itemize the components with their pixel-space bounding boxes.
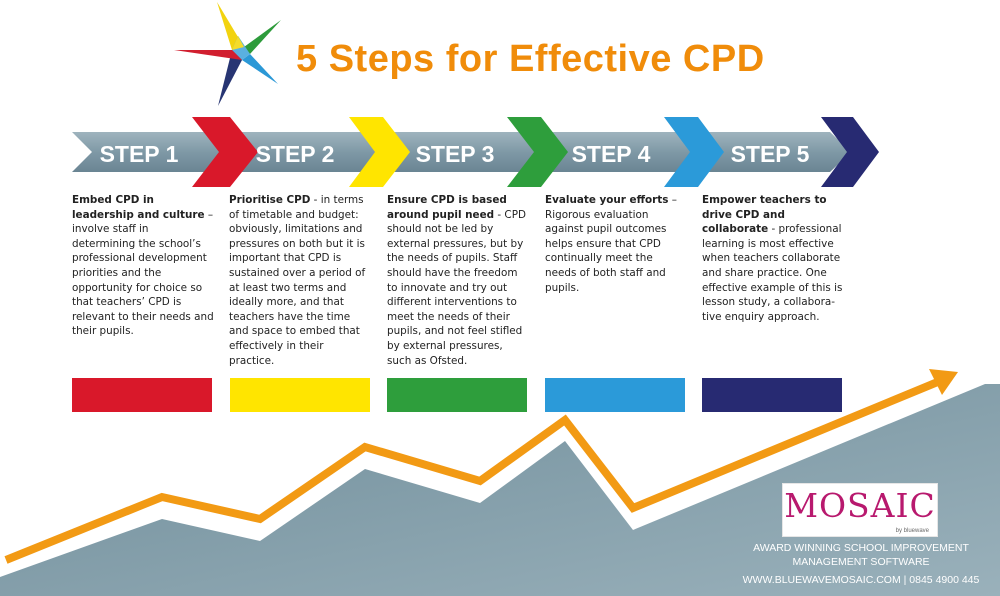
step-1-label: STEP 1 bbox=[99, 141, 179, 167]
chevron-4-icon bbox=[664, 117, 724, 187]
steps-arrow-band bbox=[72, 132, 851, 172]
step-5-label: STEP 5 bbox=[730, 141, 810, 167]
mosaic-logo: MOSAIC by bluewave bbox=[782, 483, 938, 537]
mountain-shape bbox=[0, 384, 1000, 596]
step-4-heading: Evaluate your efforts bbox=[545, 194, 669, 206]
chevron-3-icon bbox=[507, 117, 568, 187]
step-3-label: STEP 3 bbox=[415, 141, 495, 167]
step-5-description: Empower teachers to drive CPD and collab… bbox=[702, 193, 844, 324]
tagline-line-1: AWARD WINNING SCHOOL IMPROVEMENT bbox=[753, 542, 969, 554]
step-3-color-bar bbox=[387, 378, 527, 412]
star-logo-icon bbox=[174, 2, 281, 106]
step-2-label: STEP 2 bbox=[255, 141, 335, 167]
step-4-color-bar bbox=[545, 378, 685, 412]
logo-name: MOSAIC bbox=[784, 486, 936, 525]
chevron-1-icon bbox=[192, 117, 258, 187]
step-4-text: – Rigorous evaluation against pupil outc… bbox=[545, 194, 677, 294]
step-2-text: - in terms of timetable and budget: obvi… bbox=[229, 194, 366, 367]
chevron-2-icon bbox=[349, 117, 410, 187]
step-1-heading: Embed CPD in leadership and culture bbox=[72, 194, 205, 221]
step-1-color-bar bbox=[72, 378, 212, 412]
step-4-description: Evaluate your efforts – Rigorous evaluat… bbox=[545, 193, 687, 295]
step-2-heading: Prioritise CPD bbox=[229, 194, 311, 206]
chevron-5-icon bbox=[821, 117, 879, 187]
step-3-text: - CPD should not be led by external pres… bbox=[387, 208, 526, 367]
step-2-color-bar bbox=[230, 378, 370, 412]
step-5-text: - professional learning is most effectiv… bbox=[702, 223, 843, 323]
step-1-description: Embed CPD in leadership and culture – in… bbox=[72, 193, 214, 339]
step-5-color-bar bbox=[702, 378, 842, 412]
trend-line bbox=[4, 377, 942, 564]
logo-byline: by bluewave bbox=[895, 528, 929, 534]
step-3-description: Ensure CPD is based around pupil need - … bbox=[387, 193, 529, 368]
step-2-description: Prioritise CPD - in terms of timetable a… bbox=[229, 193, 371, 368]
step-3-heading: Ensure CPD is based around pupil need bbox=[387, 194, 507, 221]
tagline-line-2: MANAGEMENT SOFTWARE bbox=[792, 556, 930, 568]
trend-arrowhead-icon bbox=[929, 369, 958, 395]
contact-info: WWW.BLUEWAVEMOSAIC.COM | 0845 4900 445 bbox=[742, 574, 980, 586]
step-5-heading: Empower teachers to drive CPD and collab… bbox=[702, 194, 827, 236]
step-4-label: STEP 4 bbox=[571, 141, 651, 167]
step-1-text: – involve staff in determining the schoo… bbox=[72, 208, 214, 338]
page-title: 5 Steps for Effective CPD bbox=[296, 38, 765, 80]
